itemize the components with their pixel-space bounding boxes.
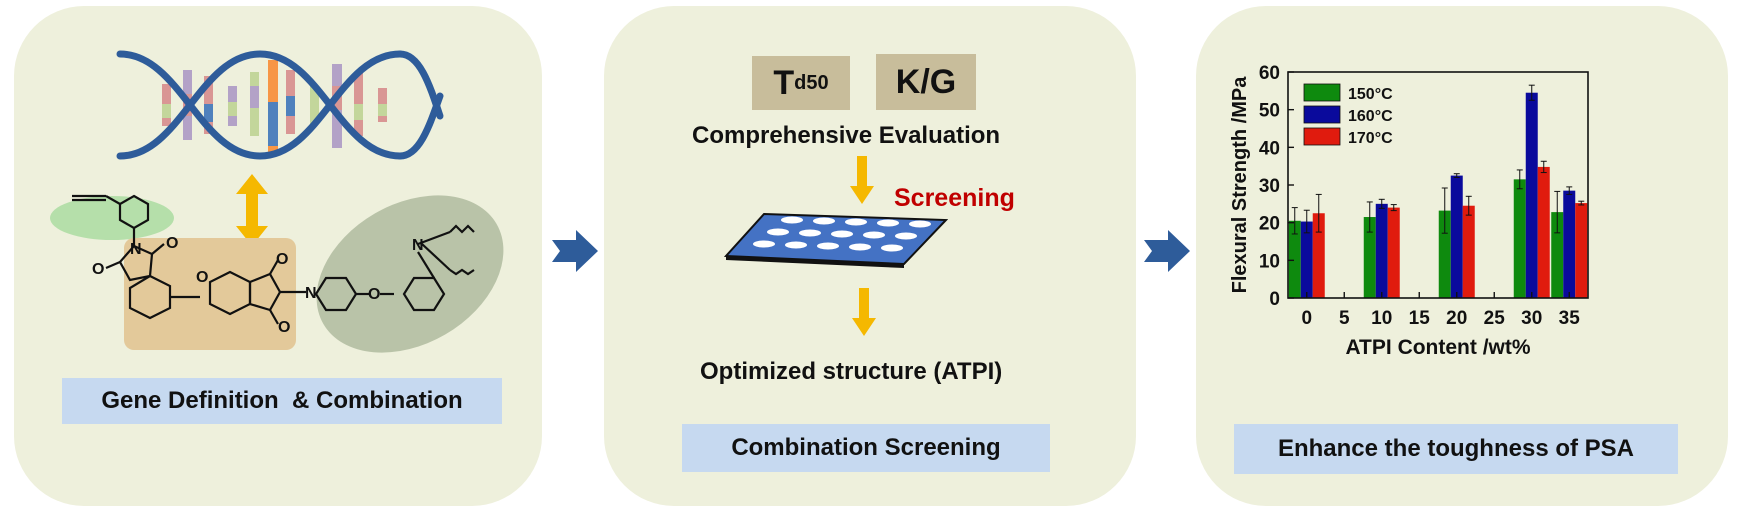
result-label: Optimized structure (ATPI) [700,358,1003,385]
svg-text:N: N [130,241,142,258]
bar [1525,92,1538,298]
legend-swatch [1303,127,1341,146]
x-tick-label: 20 [1446,308,1467,329]
x-tick-label: 25 [1484,308,1506,329]
bar [1363,217,1376,298]
right-arrow-icon [1144,230,1190,272]
bar [1375,203,1388,298]
y-tick-label: 60 [1259,63,1280,84]
legend-label: 160°C [1348,108,1393,125]
bar [1462,205,1475,298]
bar [1551,212,1564,298]
svg-text:O: O [278,319,290,336]
screening-label: Screening [894,184,1015,212]
evaluation-label: Comprehensive Evaluation [692,122,1001,149]
bar [1575,203,1588,298]
x-tick-label: 30 [1521,308,1542,329]
y-tick-label: 0 [1269,289,1280,310]
down-arrow-icon [850,156,874,204]
y-tick-label: 10 [1259,251,1280,272]
y-tick-label: 40 [1259,138,1280,159]
svg-text:O: O [166,235,178,252]
caption-enhance-toughness: Enhance the toughness of PSA [1234,424,1678,474]
bar [1312,213,1325,298]
x-tick-label: 0 [1301,308,1312,329]
svg-text:O: O [196,269,208,286]
svg-text:O: O [368,286,380,303]
bar [1537,166,1550,298]
svg-text:O: O [92,261,104,278]
legend-swatch [1303,83,1341,102]
bar [1438,210,1451,298]
y-tick-label: 20 [1259,214,1280,235]
svg-text:N: N [412,237,424,254]
y-tick-label: 50 [1259,101,1280,122]
down-arrow-icon [852,288,876,336]
bar [1288,220,1301,298]
bar [1387,207,1400,298]
double-arrow-icon [236,174,268,246]
caption-gene-definition: Gene Definition & Combination [62,378,502,424]
legend-label: 170°C [1348,130,1393,147]
bar [1450,175,1463,298]
y-tick-label: 30 [1259,176,1280,197]
x-tick-label: 15 [1409,308,1431,329]
x-axis-label: ATPI Content /wt% [1345,336,1530,359]
x-tick-label: 35 [1559,308,1581,329]
bar [1300,221,1313,298]
svg-text:N: N [305,285,317,302]
right-arrow-icon [552,230,598,272]
tag-td50-main: T [773,63,795,102]
bar [1513,179,1526,298]
screening-plate-icon [724,212,948,268]
molecular-structure: OO OO ON NO N [50,194,504,353]
x-tick-label: 10 [1371,308,1392,329]
legend-swatch [1303,105,1341,124]
tag-td50-sub: d50 [794,71,829,94]
dna-helix-icon [116,50,444,160]
y-axis-label: Flexural Strength /MPa [1229,76,1251,294]
bar [1563,190,1576,298]
legend-label: 150°C [1348,86,1393,103]
tag-kg-main: K/G [895,62,957,101]
tag-kg: K/G [876,54,976,110]
caption-combination-screening: Combination Screening [682,424,1050,472]
x-tick-label: 5 [1339,308,1350,329]
svg-text:O: O [276,251,288,268]
